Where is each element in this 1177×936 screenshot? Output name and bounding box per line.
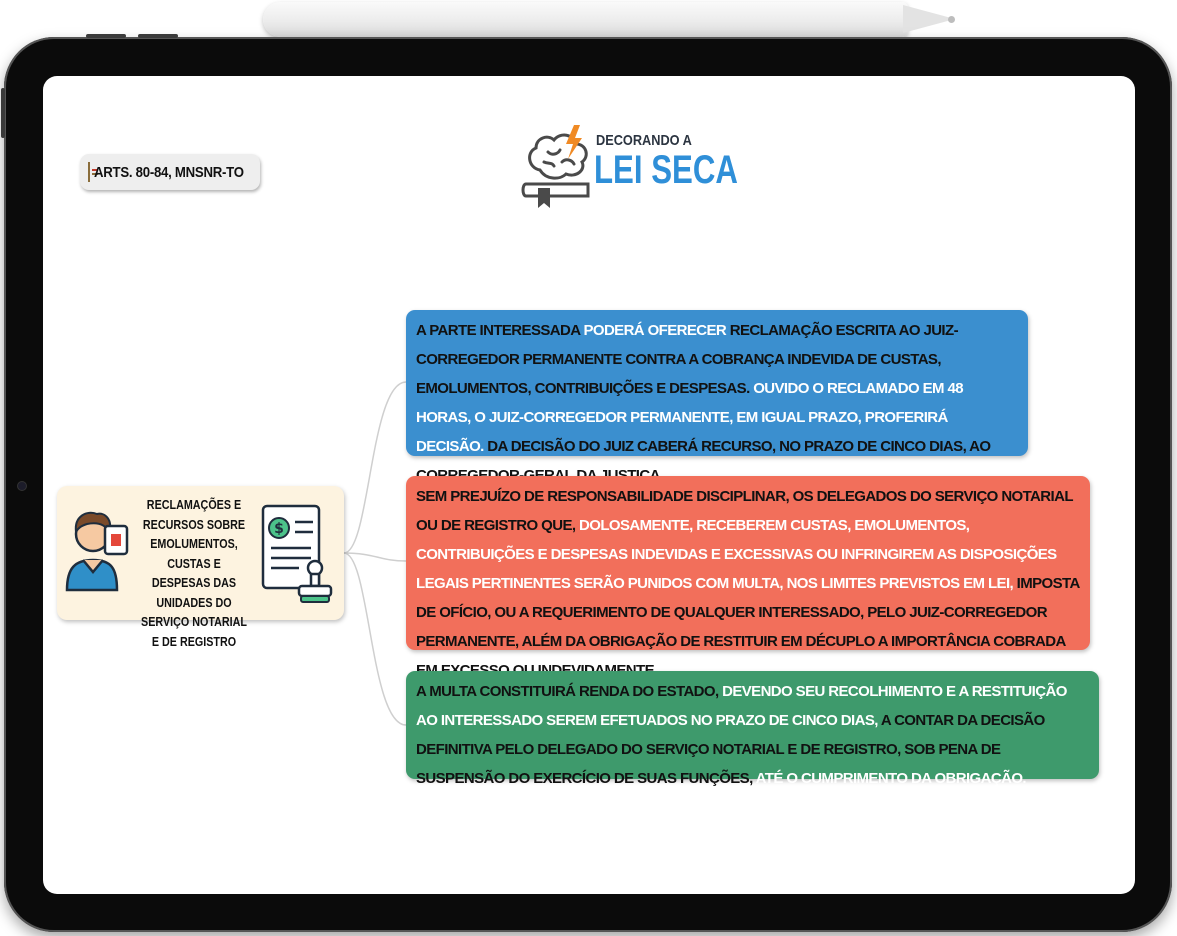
dollar-icon bbox=[268, 517, 290, 539]
stylus-pencil bbox=[263, 2, 908, 37]
person-icon bbox=[65, 511, 129, 592]
svg-text:$: $ bbox=[274, 521, 284, 537]
card-text: IMPOSTA DE OFÍCIO, OU A REQUERIMENTO DE … bbox=[416, 575, 1080, 679]
stylus-tip bbox=[903, 5, 955, 33]
card-text: A MULTA CONSTITUIRÁ RENDA DO ESTADO, bbox=[416, 683, 723, 700]
card-reclamacao: A PARTE INTERESSADA PODERÁ OFERECER RECL… bbox=[406, 310, 1028, 484]
card-text: SEM PREJUÍZO DE RESPONSABILIDADE DISCIPL… bbox=[416, 488, 1073, 534]
camera-icon bbox=[17, 481, 27, 491]
book-icon bbox=[88, 162, 98, 182]
card-text: A PARTE INTERESSADA bbox=[416, 322, 584, 339]
card-highlight: DOLOSAMENTE, RECEBEREM CUSTAS, EMOLUMENT… bbox=[416, 517, 1057, 592]
document-icon: $ bbox=[261, 504, 333, 603]
topic-node: RECLAMAÇÕES E RECURSOS SOBRE EMOLUMENTOS… bbox=[57, 486, 344, 649]
card-highlight: DEVENDO SEU RECOLHIMENTO E A RESTITUIÇÃO… bbox=[416, 683, 1067, 729]
logo-line1: DECORANDO A bbox=[596, 132, 692, 149]
card-highlight: ATÉ O CUMPRIMENTO DA OBRIGAÇÃO. bbox=[755, 770, 1027, 787]
stylus-nib bbox=[948, 16, 955, 23]
brain-book-icon bbox=[521, 125, 590, 208]
card-renda-estado: A MULTA CONSTITUIRÁ RENDA DO ESTADO, DEV… bbox=[406, 671, 1099, 787]
card-highlight: OUVIDO O RECLAMADO EM 48 HORAS, O JUIZ-C… bbox=[416, 380, 964, 455]
card-highlight: PODERÁ OFERECER bbox=[583, 322, 727, 339]
card-multa-penalidade: SEM PREJUÍZO DE RESPONSABILIDADE DISCIPL… bbox=[406, 476, 1090, 679]
power-button bbox=[1, 88, 5, 138]
lightning-icon bbox=[566, 125, 582, 159]
topic-title: RECLAMAÇÕES E RECURSOS SOBRE EMOLUMENTOS… bbox=[141, 498, 247, 649]
card-text: RECLAMAÇÃO ESCRITA AO JUIZ-CORREGEDOR PE… bbox=[416, 322, 959, 397]
card-text: A CONTAR DA DECISÃO DEFINITIVA PELO DELE… bbox=[416, 712, 1045, 787]
volume-button bbox=[138, 34, 178, 38]
logo: DECORANDO A LEI SECA bbox=[520, 122, 738, 212]
logo-line2: LEI SECA bbox=[594, 148, 738, 192]
reference-badge: ARTS. 80-84, MNSNR-TO bbox=[80, 154, 260, 190]
volume-button bbox=[86, 34, 126, 38]
stamp-icon bbox=[297, 559, 333, 603]
reference-label: ARTS. 80-84, MNSNR-TO bbox=[94, 163, 244, 181]
